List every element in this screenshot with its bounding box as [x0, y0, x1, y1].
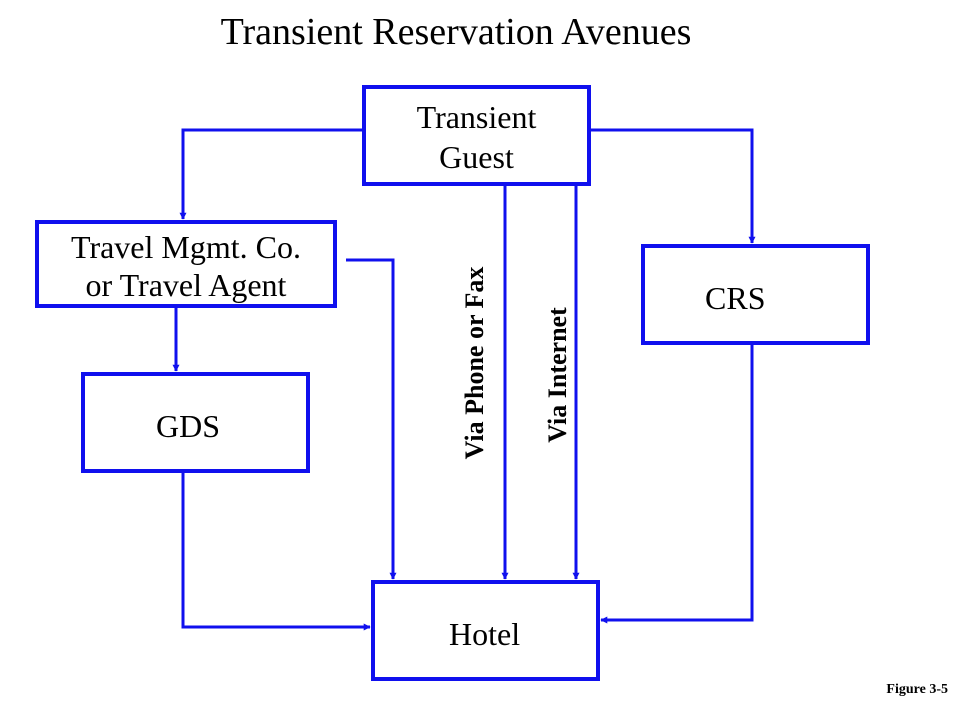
node-crs-label: CRS	[705, 280, 766, 316]
node-gds: GDS	[81, 372, 310, 473]
edge-label-internet: Via Internet	[543, 307, 572, 443]
edge-guest-to-crs	[591, 128, 756, 244]
node-transient-guest: Transient Guest	[362, 85, 591, 186]
diagram-title: Transient Reservation Avenues	[220, 11, 692, 53]
node-travel-agent: Travel Mgmt. Co. or Travel Agent	[35, 220, 337, 308]
node-hotel: Hotel	[371, 580, 600, 681]
node-hotel-label: Hotel	[449, 616, 521, 652]
edge-crs-to-hotel	[600, 345, 754, 624]
edge-gds-to-hotel	[181, 473, 371, 631]
node-crs: CRS	[641, 244, 870, 345]
node-gds-label: GDS	[156, 408, 221, 444]
node-agent-line2: or Travel Agent	[85, 267, 287, 303]
node-agent-line1: Travel Mgmt. Co.	[71, 229, 301, 265]
edge-agent-to-hotel	[346, 258, 397, 580]
node-guest-line2: Guest	[439, 139, 514, 175]
edge-guest-to-agent	[179, 128, 362, 220]
edge-label-phone-or-fax: Via Phone or Fax	[460, 266, 489, 460]
figure-number: Figure 3-5	[886, 682, 948, 697]
node-guest-line1: Transient	[416, 99, 537, 135]
